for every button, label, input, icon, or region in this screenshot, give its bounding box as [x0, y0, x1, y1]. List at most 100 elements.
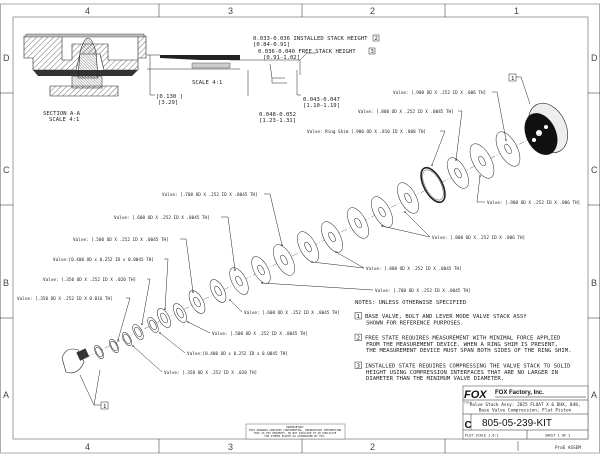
note-number-box	[354, 333, 362, 341]
callouts: Valve: [.900 OD X .252 ID X .006 TH] Valv…	[17, 90, 580, 376]
sheet-size: C	[465, 420, 472, 431]
leader-arrow	[404, 211, 406, 213]
detail-view: [0.130 ] [3.29] SCALE 4:1	[147, 52, 316, 106]
leader-line	[229, 299, 243, 313]
drawing-number: 805-05-239-KIT	[482, 418, 552, 429]
installed-height-mm: [0.84-0.91]	[253, 42, 290, 48]
leader-arrow	[431, 164, 433, 166]
valve-callout: Valve: [.600 OD X .252 ID X .0045 TH]	[244, 310, 340, 316]
valve-callout: Valve: [.700 OD X .252 ID X .0045 TH]	[375, 288, 471, 294]
leader-line	[476, 175, 485, 203]
stack-height-dimensions: 0.033-0.036 INSTALLED STACK HEIGHT 2 [0.…	[253, 34, 380, 124]
valve-shim	[469, 143, 495, 179]
leader-arrow	[381, 225, 383, 227]
valve-shim	[132, 324, 144, 340]
zone-row-b-right: B	[591, 278, 597, 288]
valve-callout: Valve: [.900 OD X .252 ID X .006 TH]	[393, 90, 486, 96]
proprietary-notice: PROPRIETARY THIS DRAWING CONTAINS CONFID…	[245, 423, 346, 440]
bolt-knob	[61, 348, 90, 374]
section-dim: [0.130 ]	[156, 94, 183, 100]
leader-arrow	[261, 282, 263, 284]
valve-callout: Valve: Ring Shim [.900 OD X .810 ID X .0…	[307, 129, 426, 135]
note-line: THE MEASUREMENT DEVICE MUST SPAN BOTH SI…	[366, 348, 571, 354]
detail-scale: SCALE 4:1	[192, 80, 222, 86]
leader-line	[180, 238, 194, 293]
leader-line	[455, 110, 463, 161]
note-number: 2	[357, 336, 360, 342]
leader-line	[141, 278, 151, 325]
installed-height: 0.033-0.036 INSTALLED STACK HEIGHT	[253, 36, 368, 42]
dim-d2-mm: [1.23-1.31]	[259, 118, 296, 124]
zone-col-1: 1	[514, 6, 519, 16]
svg-text:FOR OTHERS EXCEPT AS AUTHORIZE: FOR OTHERS EXCEPT AS AUTHORIZED BY FOX.	[265, 434, 326, 438]
valve-callout: Valve: [.800 OD X .252 ID X .0045 TH]	[358, 109, 454, 115]
leader-arrow	[192, 291, 194, 293]
svg-text:THIS DRAWING CONTAINS CONFIDEN: THIS DRAWING CONTAINS CONFIDENTIAL, PROP…	[249, 428, 342, 432]
callout-leaders	[117, 91, 507, 373]
note-number-box	[354, 312, 362, 320]
valve-shim	[157, 308, 171, 328]
sheet-number: SHEET 1 OF 1	[545, 434, 570, 438]
balloon-bolt: 1	[79, 369, 109, 410]
leader-line	[221, 216, 236, 271]
leader-arrow	[281, 244, 283, 246]
note-line: HEIGHT USING COMPRESSION INTERFACES THAT…	[366, 370, 558, 376]
valve-callout: Valve: [.350 OD X .252 ID X .020 TH]	[164, 370, 257, 376]
leader-line	[117, 297, 131, 341]
section-dim-mm: [3.29]	[158, 100, 178, 106]
zone-col-2: 2	[370, 6, 375, 16]
zone-row-d-right: D	[591, 53, 598, 63]
leader-arrow	[455, 159, 457, 161]
note-line: BASE VALVE, BOLT AND LEVER MODE VALVE ST…	[365, 314, 527, 320]
note-line: FREE STATE REQUIRES MEASUREMENT WITH MIN…	[365, 336, 561, 342]
note-number: 3	[357, 364, 360, 370]
leader-arrow	[159, 332, 161, 334]
note-line: FROM THE MEASUREMENT DEVICE. WHEN A RING…	[366, 342, 558, 348]
note-line: DIAMETER THAN THE MINIMUM VALVE DIAMETER…	[366, 376, 504, 382]
valve-shim	[229, 267, 249, 295]
drawing-title-1: Valve Stack Assy: 2025 FLOAT X & DHX, 84…	[469, 402, 580, 408]
leader-line	[404, 211, 431, 238]
zone-col-3-bottom: 3	[228, 442, 233, 452]
exploded-valve-stack	[61, 102, 568, 374]
leader-line	[159, 332, 186, 354]
valve-shim	[173, 303, 187, 323]
valve-callout: Valve: [.350 OD X .252 ID X .020 TH]	[43, 277, 136, 283]
free-note-ref: 3	[371, 49, 374, 55]
zone-row-c-right: C	[591, 165, 598, 175]
leader-line	[264, 193, 283, 246]
leader-line	[431, 130, 446, 166]
dim-d1: 0.043-0.047	[303, 97, 340, 103]
valve-callout: Valve: [.350 OD X .252 ID X 0.016 TH]	[17, 296, 113, 302]
valve-callout: Valve: [.800 OD X .252 ID X .006 TH]	[432, 235, 525, 241]
leader-line	[164, 258, 169, 310]
leader-line	[492, 91, 507, 141]
zone-row-a: A	[3, 390, 9, 400]
valve-shim	[122, 332, 132, 346]
fox-logo: FOX	[464, 389, 487, 401]
leader-arrow	[132, 345, 134, 347]
title-block: FOX FOX Factory, Inc. TITLE Valve Stack …	[462, 385, 589, 451]
valve-shim	[371, 196, 393, 228]
valve-shim	[251, 256, 271, 284]
piston	[524, 102, 568, 155]
leader-arrow	[229, 299, 231, 301]
notes-header: NOTES: UNLESS OTHERWISE SPECIFIED	[355, 300, 467, 306]
note-line: SHOWN FOR REFERENCE PURPOSES.	[366, 320, 464, 326]
svg-text:TITLE: TITLE	[464, 401, 472, 405]
leader-arrow	[164, 308, 166, 310]
leader-arrow	[117, 339, 119, 341]
valve-shim	[94, 345, 104, 359]
valve-callout: Valve: [.700 OD X .252 ID X .0045 TH]	[162, 192, 258, 198]
valve-callout: Valve: [.500 OD X .252 ID X .0045 TH]	[212, 331, 308, 337]
leader-arrow	[311, 261, 313, 263]
valve-shim	[297, 231, 319, 263]
valve-shim	[447, 157, 469, 189]
leader-line	[132, 345, 163, 373]
valve-shim	[495, 131, 521, 167]
valve-shim	[347, 207, 369, 239]
valve-callout: Valve:[0.400 OD x 0.252 ID x 0.0045 TH]	[187, 351, 288, 357]
valve-callout: Valve: [.600 OD X .252 ID X .0045 TH]	[114, 215, 210, 221]
dim-d2: 0.048-0.052	[259, 112, 296, 118]
